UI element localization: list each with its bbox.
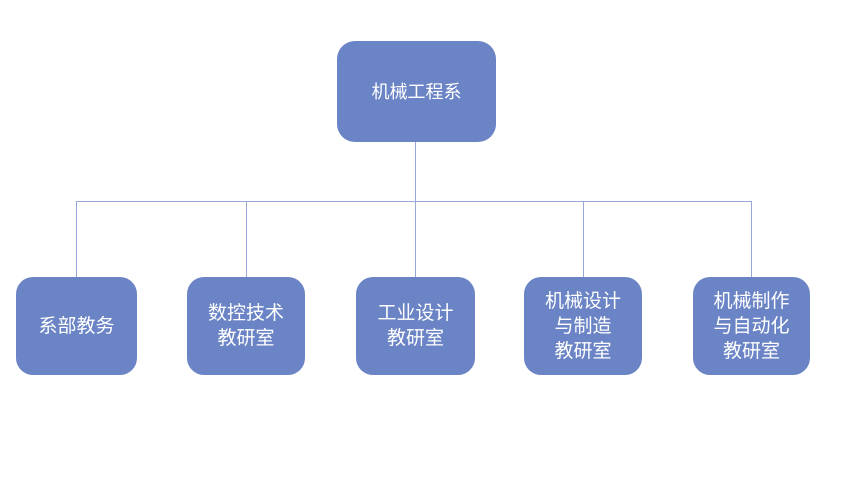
node-label: 数控技术 xyxy=(207,303,284,324)
node-cnc-technology-office: 数控技术 教研室 xyxy=(187,277,305,375)
connector-horizontal-rail xyxy=(76,201,752,202)
connector-drop-4 xyxy=(583,202,584,277)
node-industrial-design-office: 工业设计 教研室 xyxy=(356,277,475,375)
node-label: 机械工程系 xyxy=(371,81,462,102)
connector-drop-2 xyxy=(246,202,247,277)
connector-drop-5 xyxy=(751,202,752,277)
node-mechanical-design-manufacturing-office: 机械设计 与制造 教研室 xyxy=(524,277,642,375)
node-label: 机械制作 xyxy=(713,290,790,312)
node-label: 教研室 xyxy=(722,340,780,362)
node-label: 教研室 xyxy=(386,328,444,349)
node-label: 教研室 xyxy=(554,340,612,362)
connector-root-stem xyxy=(415,142,416,202)
node-label: 教研室 xyxy=(217,328,275,349)
node-label: 系部教务 xyxy=(38,315,115,337)
connector-drop-1 xyxy=(76,202,77,277)
node-label: 机械设计 xyxy=(544,290,621,312)
node-label: 工业设计 xyxy=(377,303,454,324)
node-dept-academic-affairs: 系部教务 xyxy=(16,277,137,375)
connector-drop-3 xyxy=(415,202,416,277)
node-label: 与自动化 xyxy=(713,315,790,337)
node-mechanical-engineering-dept: 机械工程系 xyxy=(337,41,496,142)
node-mechanical-making-automation-office: 机械制作 与自动化 教研室 xyxy=(693,277,810,375)
node-label: 与制造 xyxy=(554,315,612,337)
